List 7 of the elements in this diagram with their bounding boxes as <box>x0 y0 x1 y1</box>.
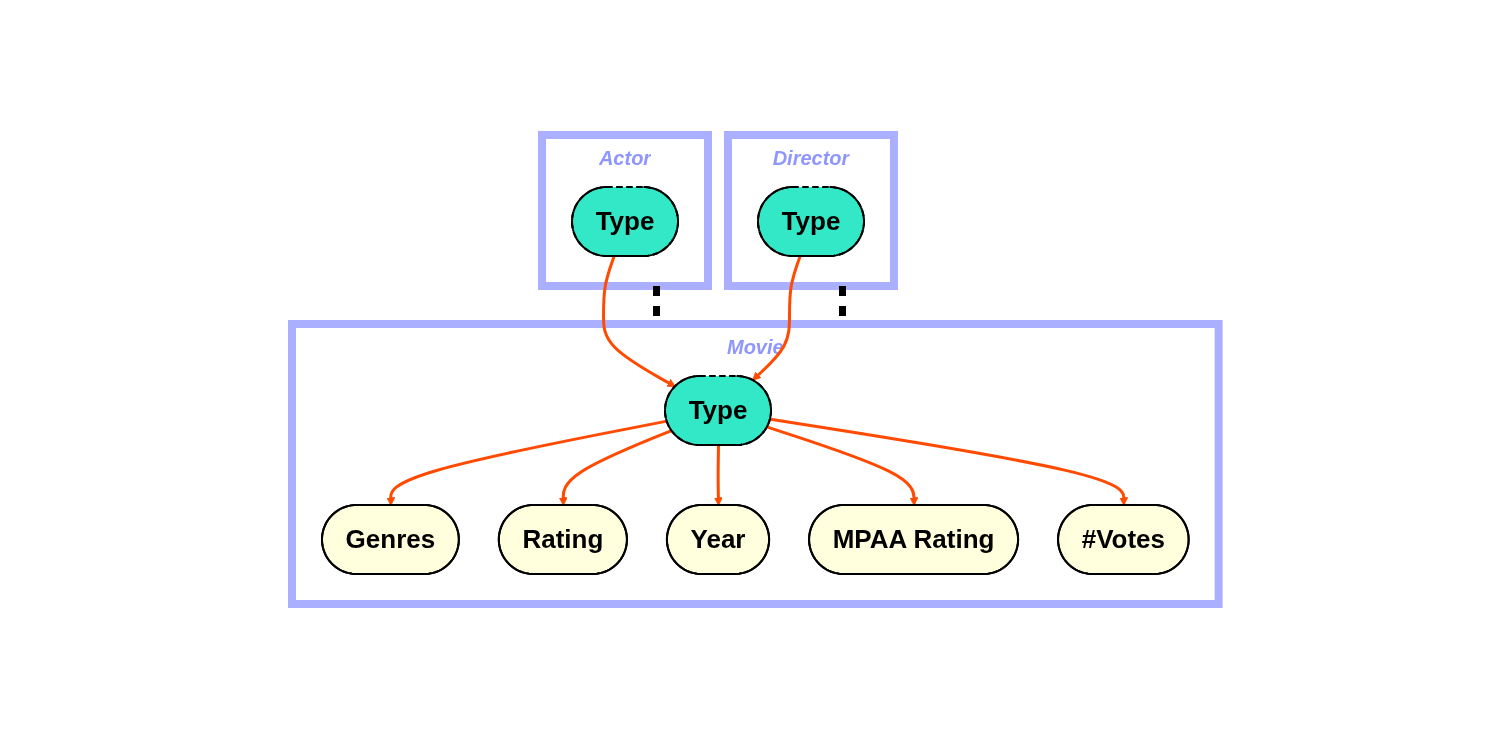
arrow <box>766 425 919 506</box>
arrow <box>751 256 802 381</box>
arrow <box>601 256 676 388</box>
arrow <box>769 417 1128 506</box>
arrow <box>386 419 667 506</box>
arrow <box>558 429 672 506</box>
arrow <box>713 445 723 506</box>
